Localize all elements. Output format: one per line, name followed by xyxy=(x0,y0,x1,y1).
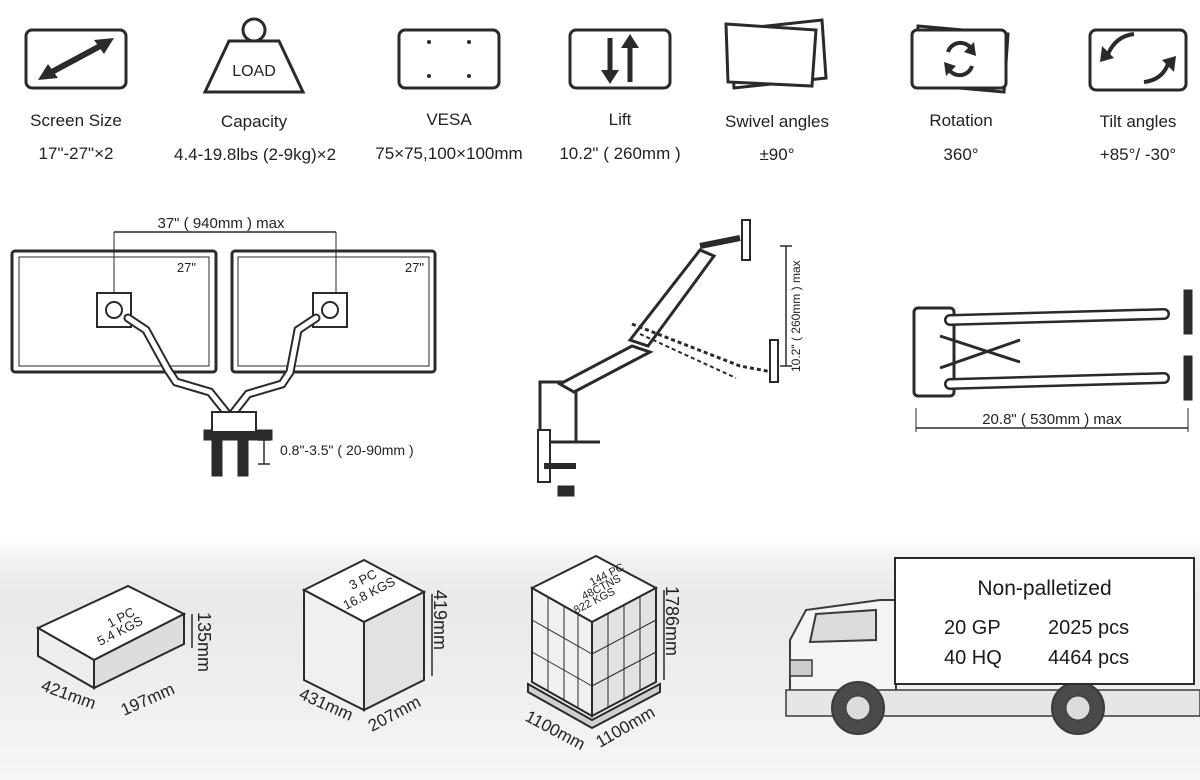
spec-label: Screen Size xyxy=(30,111,122,130)
load-weight-icon: LOAD xyxy=(202,17,306,94)
shipping-row-qty: 4464 pcs xyxy=(1048,647,1130,669)
shipping-row-qty: 2025 pcs xyxy=(1048,617,1130,639)
front-view-diagram xyxy=(10,231,437,477)
pkg1-line1: 1 PC xyxy=(105,604,138,630)
spec-vesa: VESA 75×75,100×100mm xyxy=(369,28,529,163)
spec-rotation: Rotation 360° xyxy=(881,22,1041,164)
spec-value: 360° xyxy=(943,145,979,164)
pkg2-length: 431mm xyxy=(296,684,356,724)
pkg3-length: 1100mm xyxy=(522,707,588,754)
shipping-row-container: 20 GP xyxy=(944,617,1001,639)
top-view-diagram xyxy=(912,289,1193,432)
shipping-title: Non-palletized xyxy=(977,577,1112,600)
side-view-diagram xyxy=(537,219,792,497)
pkg1-line2: 5.4 KGS xyxy=(95,613,146,649)
pkg2-line2: 16.8 KGS xyxy=(341,574,398,613)
pkg2-height: 419mm xyxy=(430,590,450,650)
load-icon-text: LOAD xyxy=(232,63,276,80)
spec-value: ±90° xyxy=(759,145,795,164)
monitor-size-left: 27" xyxy=(177,260,196,275)
pkg1-length: 421mm xyxy=(39,676,99,713)
front-width-label: 37" ( 940mm ) max xyxy=(157,215,285,232)
tilt-screen-icon xyxy=(1088,28,1188,92)
monitor-size-right: 27" xyxy=(405,260,424,275)
spec-value: +85°/ -30° xyxy=(1099,145,1177,164)
spec-value: 10.2" ( 260mm ) xyxy=(559,144,681,163)
spec-tilt: Tilt angles +85°/ -30° xyxy=(1058,20,1200,164)
spec-label: Capacity xyxy=(220,112,288,131)
spec-lift: Lift 10.2" ( 260mm ) xyxy=(540,28,700,163)
spec-label: VESA xyxy=(426,110,472,129)
top-reach-label: 20.8" ( 530mm ) max xyxy=(982,411,1122,428)
spec-label: Tilt angles xyxy=(1099,112,1177,131)
spec-label: Swivel angles xyxy=(725,112,829,131)
double-arrow-icon xyxy=(24,28,128,90)
pkg1-width: 197mm xyxy=(118,679,178,719)
rotation-screen-icon xyxy=(910,24,1010,94)
pkg1-height: 135mm xyxy=(194,612,214,672)
package-single-box xyxy=(35,584,193,690)
spec-label: Lift xyxy=(608,110,632,129)
spec-value: 75×75,100×100mm xyxy=(375,144,523,163)
shipping-quantity-panel: Non-palletized 20 GP 2025 pcs 40 HQ 4464… xyxy=(894,557,1195,685)
pkg3-height: 1786mm xyxy=(662,586,682,656)
spec-swivel: Swivel angles ±90° xyxy=(697,16,857,164)
pkg3-line1: 144 PC xyxy=(588,561,626,588)
package-carton-box xyxy=(301,558,433,712)
package-pallet xyxy=(527,554,665,730)
side-lift-label: 10.2" ( 260mm ) max xyxy=(789,260,803,372)
spec-value: 4.4-19.8lbs (2-9kg)×2 xyxy=(174,145,337,164)
pkg2-line1: 3 PC xyxy=(347,566,380,592)
shipping-row-container: 40 HQ xyxy=(944,647,1002,669)
spec-value: 17"-27"×2 xyxy=(38,144,114,163)
lift-arrows-icon xyxy=(568,28,672,90)
desk-thickness-label: 0.8"-3.5" ( 20-90mm ) xyxy=(280,442,414,458)
spec-screen-size: Screen Size 17"-27"×2 xyxy=(0,28,156,163)
pkg3-width: 1100mm xyxy=(593,703,659,752)
pkg3-line3: 822 KGS xyxy=(572,586,617,617)
pkg2-width: 207mm xyxy=(365,692,424,735)
vesa-plate-icon xyxy=(397,28,501,90)
swivel-screens-icon xyxy=(724,18,828,90)
spec-capacity: LOAD Capacity 4.4-19.8lbs (2-9kg)×2 xyxy=(174,16,336,164)
pkg3-line2: 48CTNS xyxy=(580,573,623,603)
spec-label: Rotation xyxy=(929,111,993,130)
